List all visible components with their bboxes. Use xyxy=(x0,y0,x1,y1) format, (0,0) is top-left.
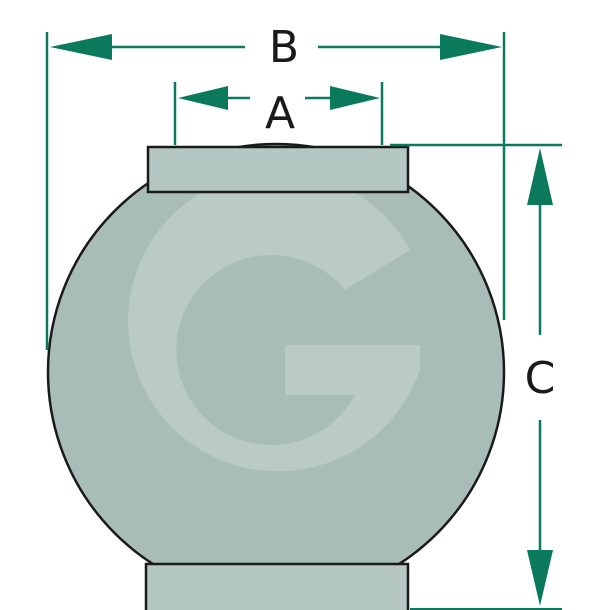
top-collar xyxy=(146,145,410,194)
dimension-a-label: A xyxy=(265,88,295,139)
ball-body xyxy=(46,142,506,602)
watermark-g-icon xyxy=(128,171,420,472)
dimension-b xyxy=(45,32,506,350)
dimension-c-label: C xyxy=(525,353,556,404)
dimension-c xyxy=(390,143,562,610)
bottom-collar xyxy=(144,562,410,610)
dimension-a xyxy=(173,82,384,145)
dimension-b-label: B xyxy=(269,22,299,73)
